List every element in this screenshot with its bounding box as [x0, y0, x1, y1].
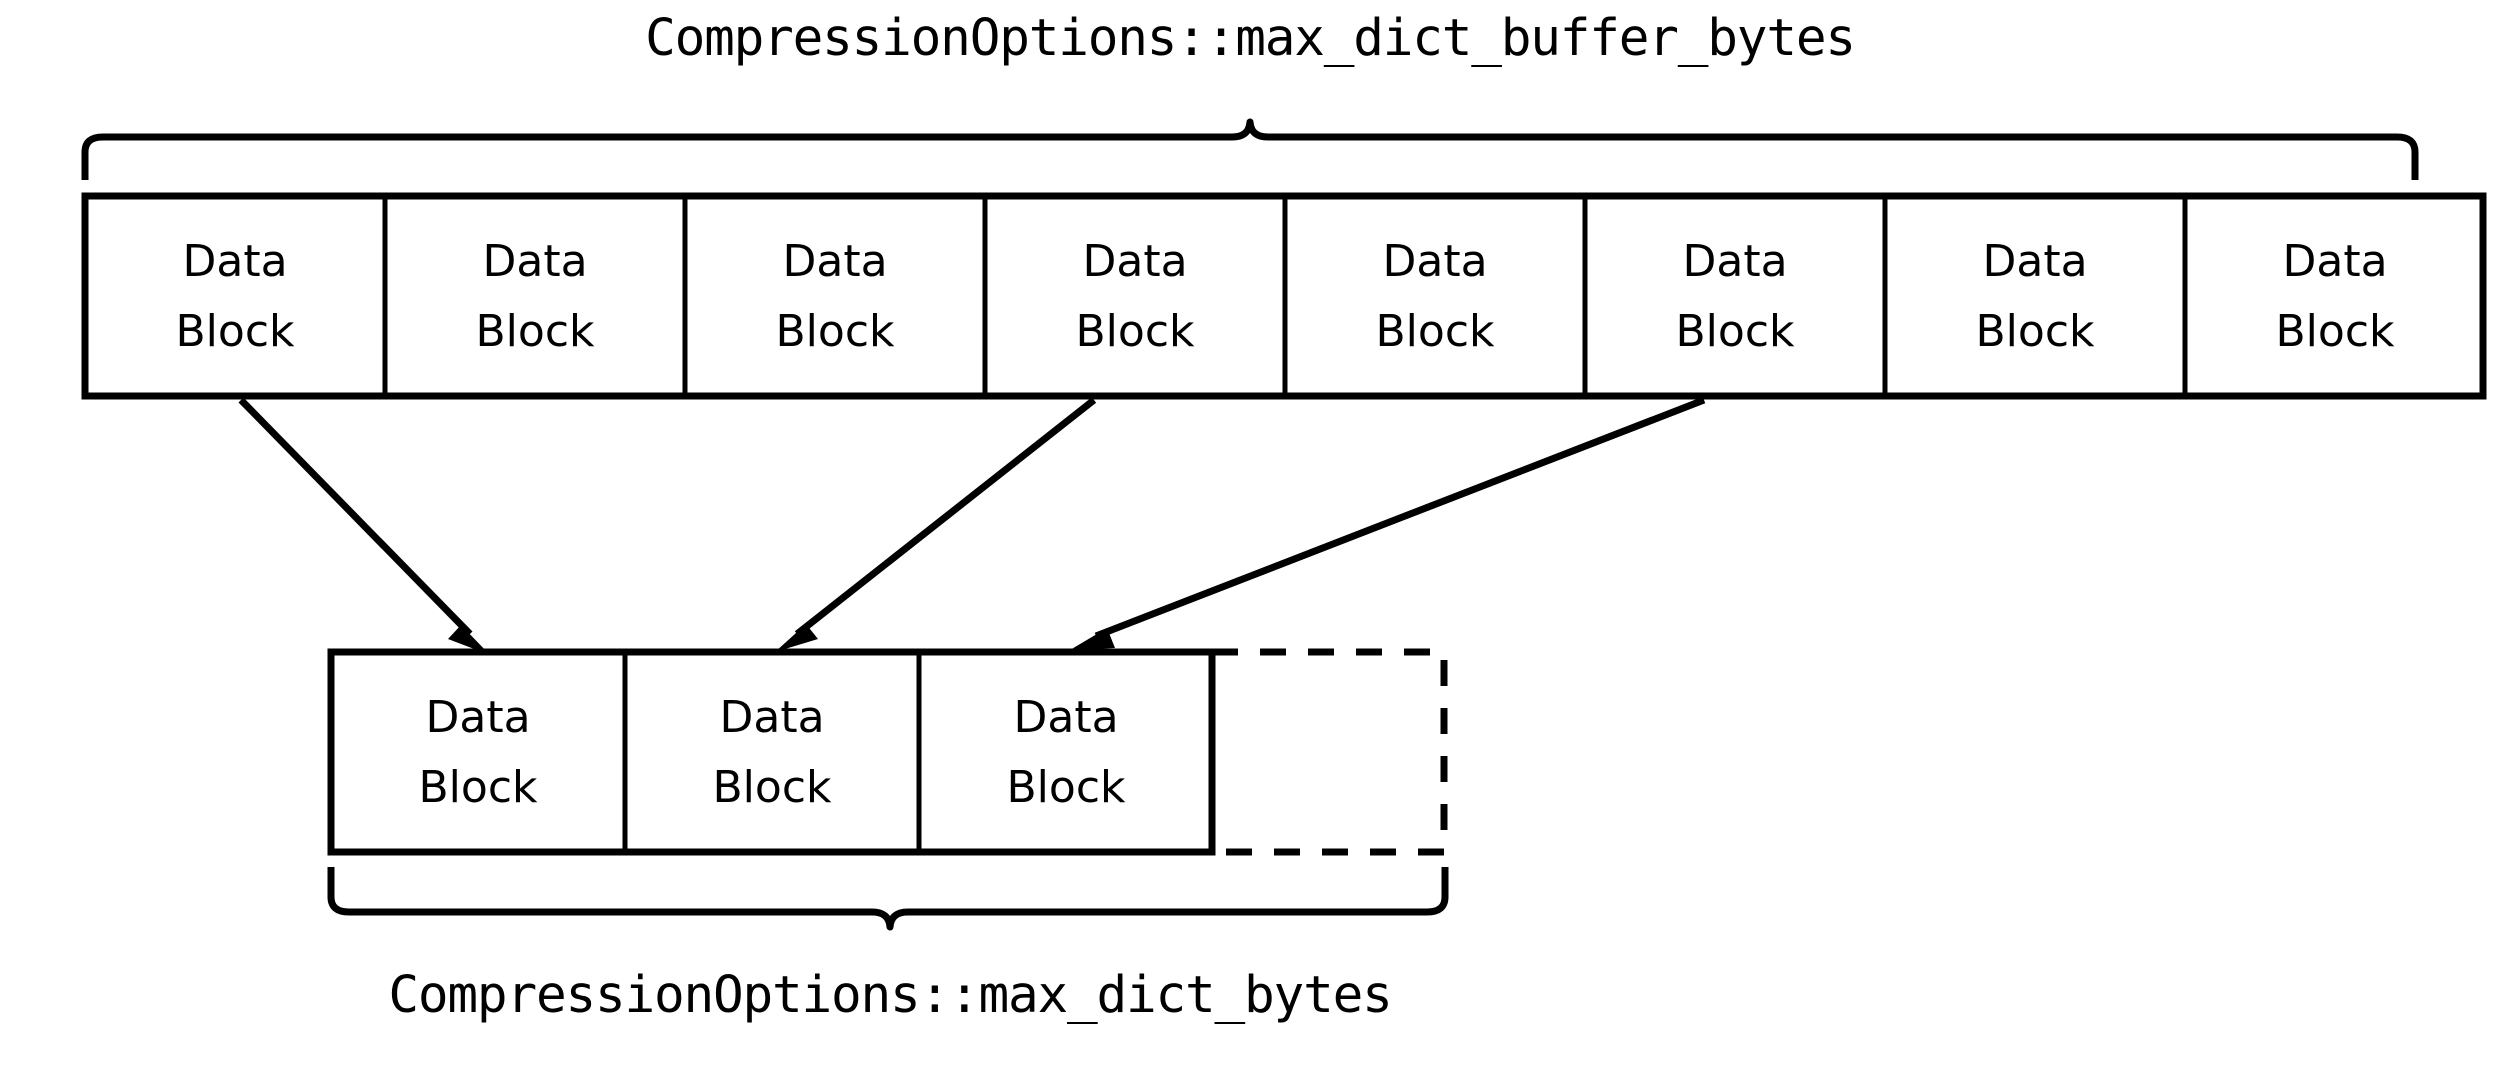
- sample-arrow-3-head: [1070, 628, 1115, 650]
- top-block-7-line1: Data: [2282, 236, 2387, 287]
- top-block-2[interactable]: Data Block: [775, 236, 895, 357]
- top-block-6[interactable]: Data Block: [1975, 236, 2095, 357]
- sample-arrow-1: [238, 397, 490, 655]
- bottom-block-2[interactable]: Data Block: [1006, 692, 1126, 813]
- top-block-6-line1: Data: [1982, 236, 2087, 287]
- top-block-1[interactable]: Data Block: [475, 236, 595, 357]
- bottom-block-0[interactable]: Data Block: [418, 692, 538, 813]
- bottom-block-1-line2: Block: [712, 762, 832, 813]
- top-block-2-line2: Block: [775, 306, 895, 357]
- sample-arrow-2: [775, 397, 1097, 652]
- top-block-2-line1: Data: [782, 236, 887, 287]
- top-block-0-line2: Block: [175, 306, 295, 357]
- bottom-block-0-line1: Data: [425, 692, 530, 743]
- bottom-block-1-line1: Data: [719, 692, 824, 743]
- sample-arrow-3: [1070, 396, 1706, 650]
- top-block-row: Data Block Data Block Data Block Data Bl…: [81, 192, 2487, 400]
- bottom-row-outline: [327, 648, 1216, 856]
- bottom-block-1[interactable]: Data Block: [712, 692, 832, 813]
- top-brace: [81, 118, 2419, 180]
- top-block-4-line2: Block: [1375, 306, 1495, 357]
- top-block-6-line2: Block: [1975, 306, 2095, 357]
- top-block-1-line1: Data: [482, 236, 587, 287]
- bottom-brace: [327, 867, 1449, 931]
- top-block-7[interactable]: Data Block: [2275, 236, 2395, 357]
- top-block-3[interactable]: Data Block: [1075, 236, 1195, 357]
- bottom-block-2-line2: Block: [1006, 762, 1126, 813]
- top-block-1-line2: Block: [475, 306, 595, 357]
- top-block-5-line1: Data: [1682, 236, 1787, 287]
- top-brace-label: CompressionOptions::max_dict_buffer_byte…: [645, 9, 1855, 68]
- bottom-block-0-line2: Block: [418, 762, 538, 813]
- unused-dictionary-space[interactable]: [1208, 648, 1448, 856]
- sample-arrow-2-head: [775, 624, 818, 652]
- top-block-0-line1: Data: [182, 236, 287, 287]
- top-block-4-line1: Data: [1382, 236, 1487, 287]
- sample-arrow-1-head: [448, 625, 490, 655]
- bottom-brace-label: CompressionOptions::max_dict_bytes: [388, 966, 1391, 1025]
- top-block-4[interactable]: Data Block: [1375, 236, 1495, 357]
- top-block-5[interactable]: Data Block: [1675, 236, 1795, 357]
- bottom-block-2-line1: Data: [1013, 692, 1118, 743]
- bottom-block-row: Data Block Data Block Data Block: [327, 648, 1448, 856]
- top-block-7-line2: Block: [2275, 306, 2395, 357]
- top-block-3-line2: Block: [1075, 306, 1195, 357]
- top-block-5-line2: Block: [1675, 306, 1795, 357]
- top-block-3-line1: Data: [1082, 236, 1187, 287]
- top-block-0[interactable]: Data Block: [175, 236, 295, 357]
